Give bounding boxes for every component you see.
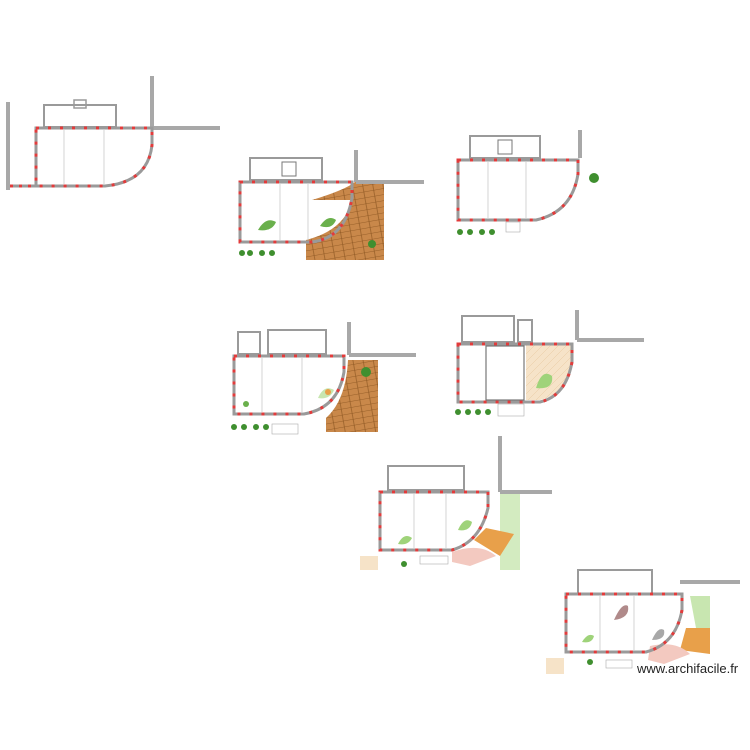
plan-2[interactable] — [238, 150, 424, 260]
plant-icon — [243, 401, 249, 407]
plan-5[interactable] — [455, 310, 644, 417]
plan-7[interactable] — [546, 569, 740, 674]
sand-box — [546, 658, 564, 674]
exterior-wall — [456, 158, 580, 222]
step — [271, 423, 299, 435]
annex-wall — [249, 157, 323, 181]
exterior-wall-markers — [238, 180, 354, 244]
watermark: www.archifacile.fr — [636, 661, 739, 676]
garden-zone-green — [500, 494, 520, 570]
exterior-wall-markers — [456, 342, 574, 404]
annex-wall — [237, 331, 261, 355]
exterior-wall — [232, 354, 346, 416]
garden-zone-orange — [474, 528, 514, 556]
shrub-icon — [361, 367, 371, 377]
annex-wall — [267, 329, 327, 355]
plant-icon — [258, 220, 276, 231]
hedge-plants-icon — [231, 424, 269, 430]
annex-wall — [577, 569, 653, 595]
step — [605, 659, 633, 669]
exterior-wall-markers — [564, 592, 684, 654]
chimney — [73, 99, 87, 109]
fireplace — [281, 161, 297, 177]
annex-wall — [387, 465, 465, 491]
shrub-icon — [368, 240, 376, 248]
exterior-wall-markers — [232, 354, 346, 416]
plan-3[interactable] — [456, 130, 599, 235]
exterior-wall-markers — [378, 490, 490, 552]
hedge-plants-icon — [457, 229, 495, 235]
exterior-wall-markers — [34, 126, 154, 188]
shrub-icon — [587, 659, 593, 665]
exterior-wall — [238, 180, 354, 244]
plan-1[interactable] — [6, 76, 220, 190]
exterior-wall — [378, 490, 490, 552]
rug-icon — [652, 629, 665, 640]
hedge-plants-icon — [455, 409, 491, 415]
sand-box — [360, 556, 378, 570]
room-frame — [485, 345, 525, 401]
flower-icon — [325, 389, 331, 395]
annex-wall — [469, 135, 541, 159]
step — [419, 555, 449, 565]
shrub-icon — [589, 173, 599, 183]
lawn-patch — [582, 634, 594, 643]
annex-wall — [461, 315, 515, 343]
garden-zone-pink — [648, 644, 690, 664]
shrub-icon — [401, 561, 407, 567]
annex-wall — [517, 319, 533, 343]
plant-icon — [320, 218, 336, 228]
plan-4[interactable] — [231, 322, 416, 435]
sand-zone — [526, 344, 572, 400]
garden-zone-green — [690, 596, 710, 628]
garden-zone-pink — [452, 547, 496, 566]
lawn-patch — [536, 373, 553, 389]
rug-icon — [614, 605, 629, 620]
step — [497, 403, 525, 417]
plan-6[interactable] — [360, 436, 552, 570]
wood-terrace — [326, 360, 378, 432]
hedge-plants-icon — [239, 250, 275, 256]
fireplace — [497, 139, 513, 155]
lawn-patch — [398, 536, 412, 545]
step — [505, 221, 521, 233]
garden-zone-orange — [680, 628, 710, 654]
exterior-wall-markers — [456, 158, 580, 222]
lawn-patch — [458, 520, 472, 531]
